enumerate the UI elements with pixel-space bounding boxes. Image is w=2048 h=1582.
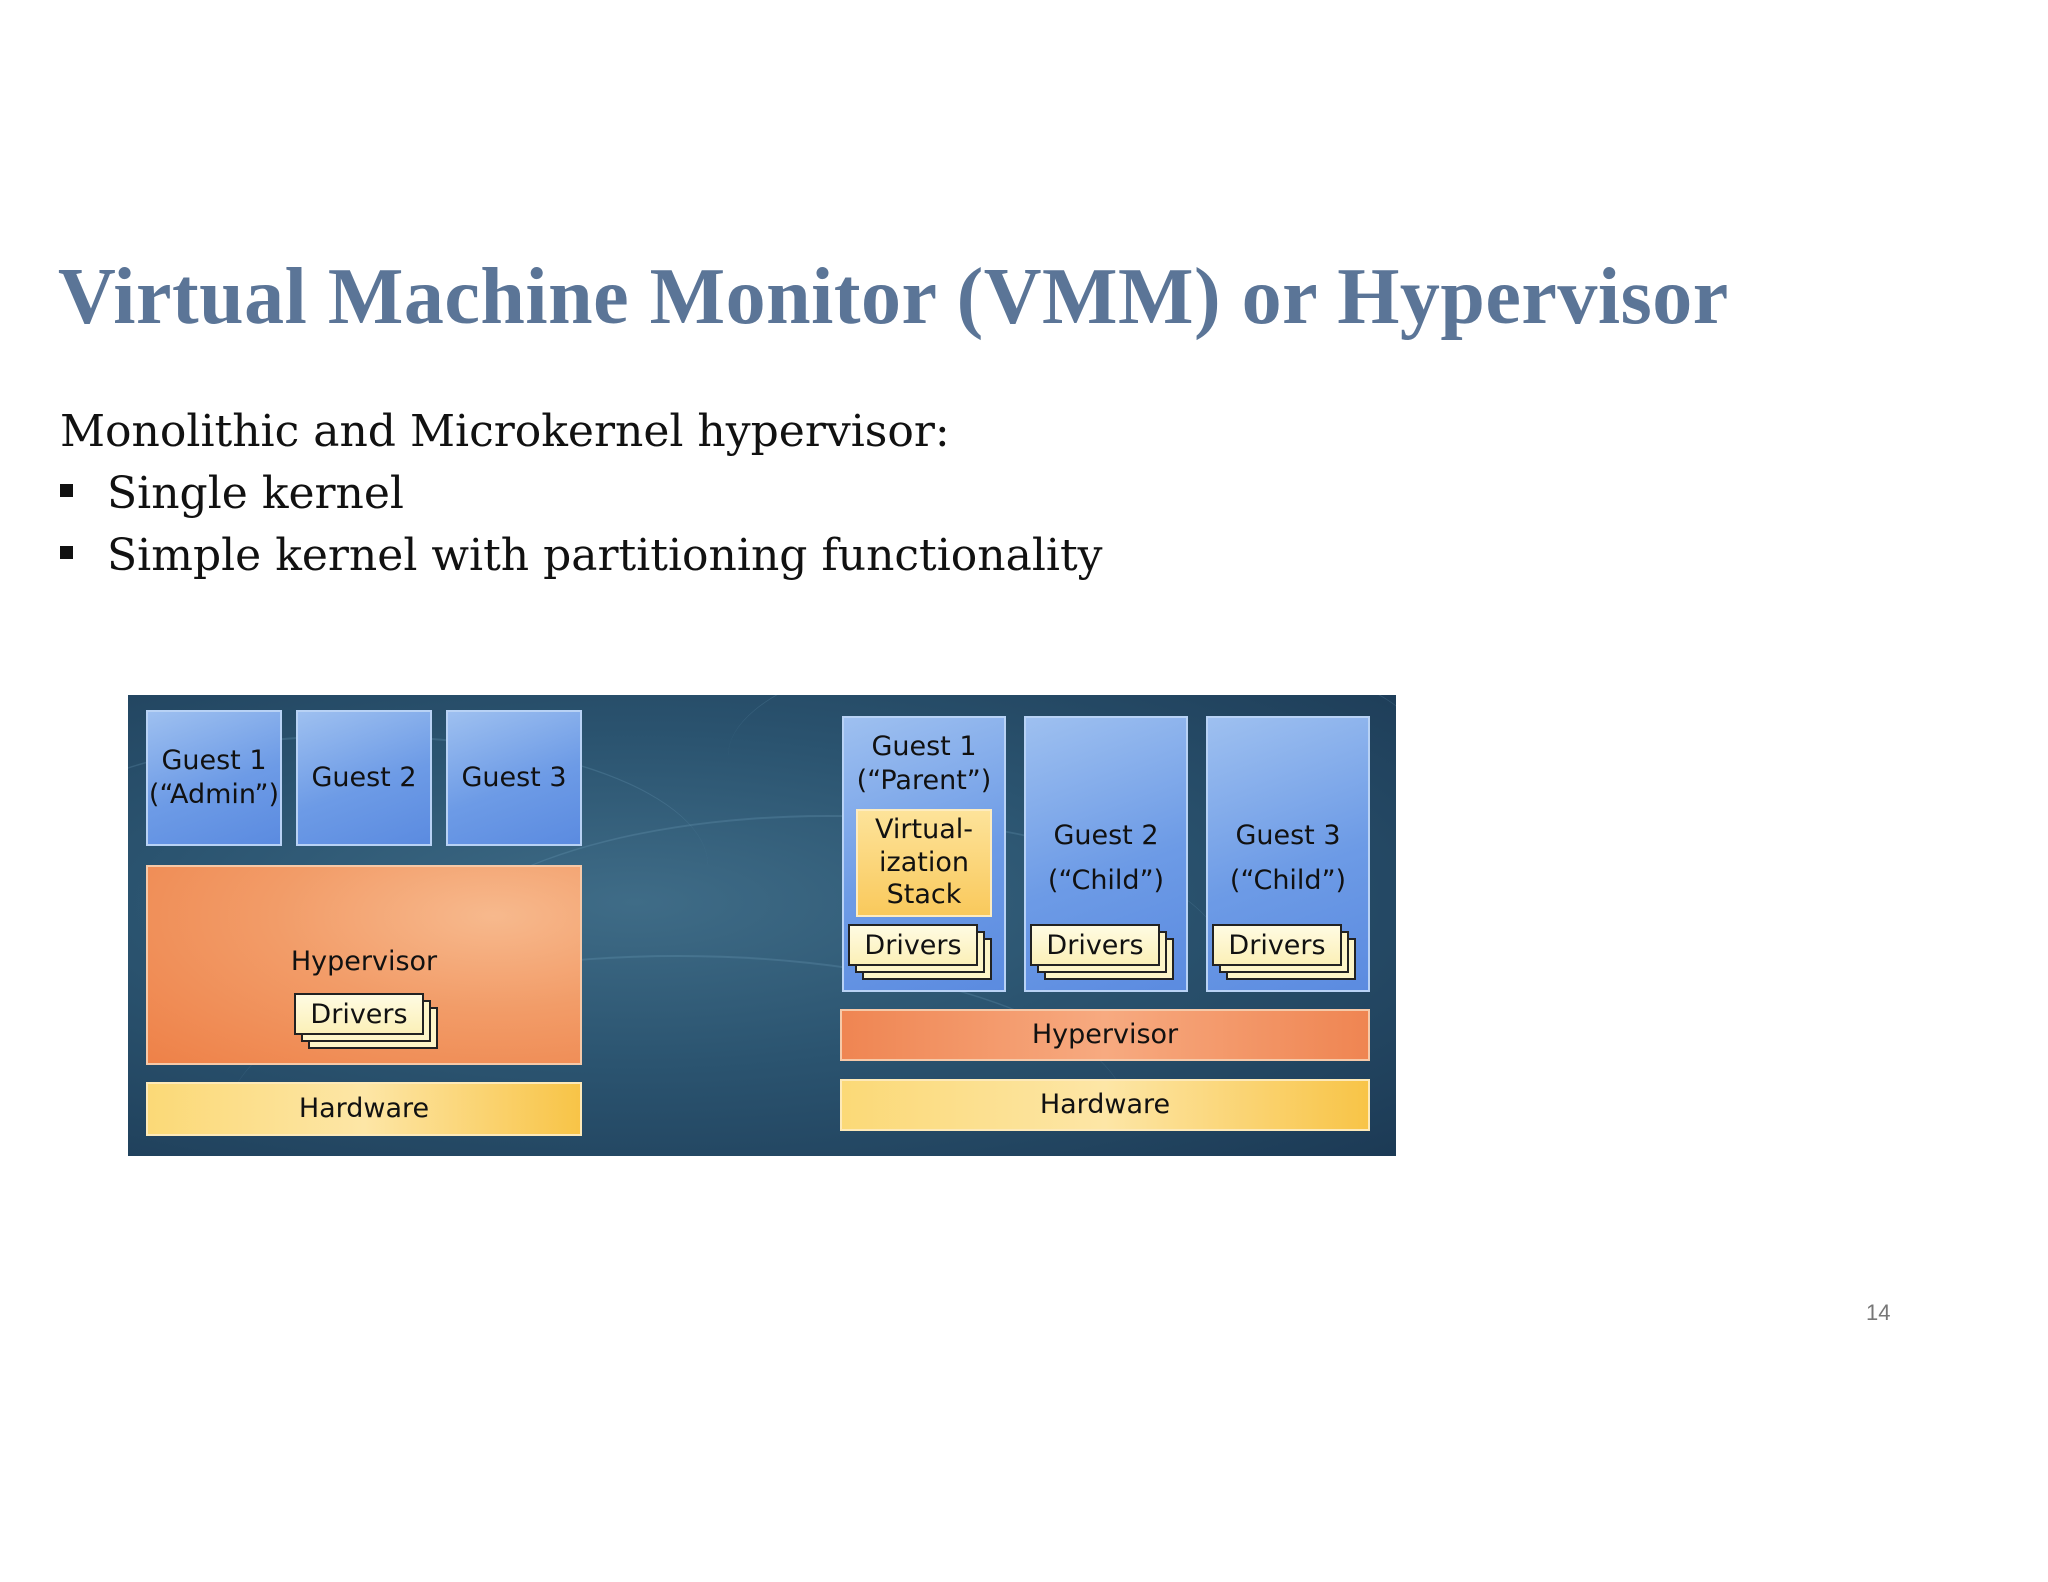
drivers-label: Drivers — [1212, 924, 1342, 966]
mono-hardware-box: Hardware — [146, 1082, 582, 1136]
guest-role-label: (“Admin”) — [148, 779, 280, 810]
guest-label: Guest 1 — [161, 745, 267, 777]
guest-role-label: (“Child”) — [1229, 864, 1347, 896]
bullet-text: Simple kernel with partitioning function… — [107, 530, 1103, 581]
micro-hardware-box: Hardware — [840, 1079, 1370, 1131]
guest-label: Guest 1 — [871, 731, 977, 762]
guest-label: Guest 3 — [1235, 820, 1341, 851]
micro-hypervisor-box: Hypervisor — [840, 1009, 1370, 1061]
hardware-label: Hardware — [298, 1093, 430, 1125]
guest-label: Guest 3 — [461, 762, 567, 794]
drivers-label: Drivers — [848, 924, 978, 966]
stack-label: ization — [879, 846, 969, 878]
drivers-label: Drivers — [1030, 924, 1160, 966]
mono-guest-1-box: Guest 1 (“Admin”) — [146, 710, 282, 846]
micro-guest-2-drivers-stack: Drivers — [1030, 924, 1174, 980]
mono-guest-3-box: Guest 3 — [446, 710, 582, 846]
hardware-label: Hardware — [1039, 1089, 1171, 1121]
bullet-icon — [60, 546, 73, 559]
guest-label: Guest 2 — [1053, 820, 1159, 851]
stack-label: Virtual- — [875, 814, 973, 846]
bullet-item: Simple kernel with partitioning function… — [60, 530, 1103, 581]
hypervisor-label: Hypervisor — [290, 946, 438, 977]
micro-guest-3-drivers-stack: Drivers — [1212, 924, 1356, 980]
intro-text: Monolithic and Microkernel hypervisor: — [60, 406, 950, 457]
mono-drivers-stack: Drivers — [294, 993, 438, 1049]
virtualization-stack-box: Virtual- ization Stack — [856, 809, 992, 917]
guest-label: Guest 2 — [311, 762, 417, 794]
hypervisor-architecture-diagram: Guest 1 (“Admin”) Guest 2 Guest 3 Hyperv… — [128, 695, 1396, 1156]
page-number: 14 — [1866, 1300, 1891, 1325]
bullet-text: Single kernel — [107, 468, 404, 519]
mono-guest-2-box: Guest 2 — [296, 710, 432, 846]
bullet-icon — [60, 484, 73, 497]
guest-role-label: (“Parent”) — [856, 764, 992, 796]
hypervisor-label: Hypervisor — [1031, 1019, 1179, 1051]
micro-guest-1-drivers-stack: Drivers — [848, 924, 992, 980]
drivers-label: Drivers — [294, 993, 424, 1035]
bullet-item: Single kernel — [60, 468, 404, 519]
stack-label: Stack — [886, 879, 962, 911]
slide-title: Virtual Machine Monitor (VMM) or Hypervi… — [58, 253, 1729, 341]
guest-role-label: (“Child”) — [1047, 864, 1165, 896]
